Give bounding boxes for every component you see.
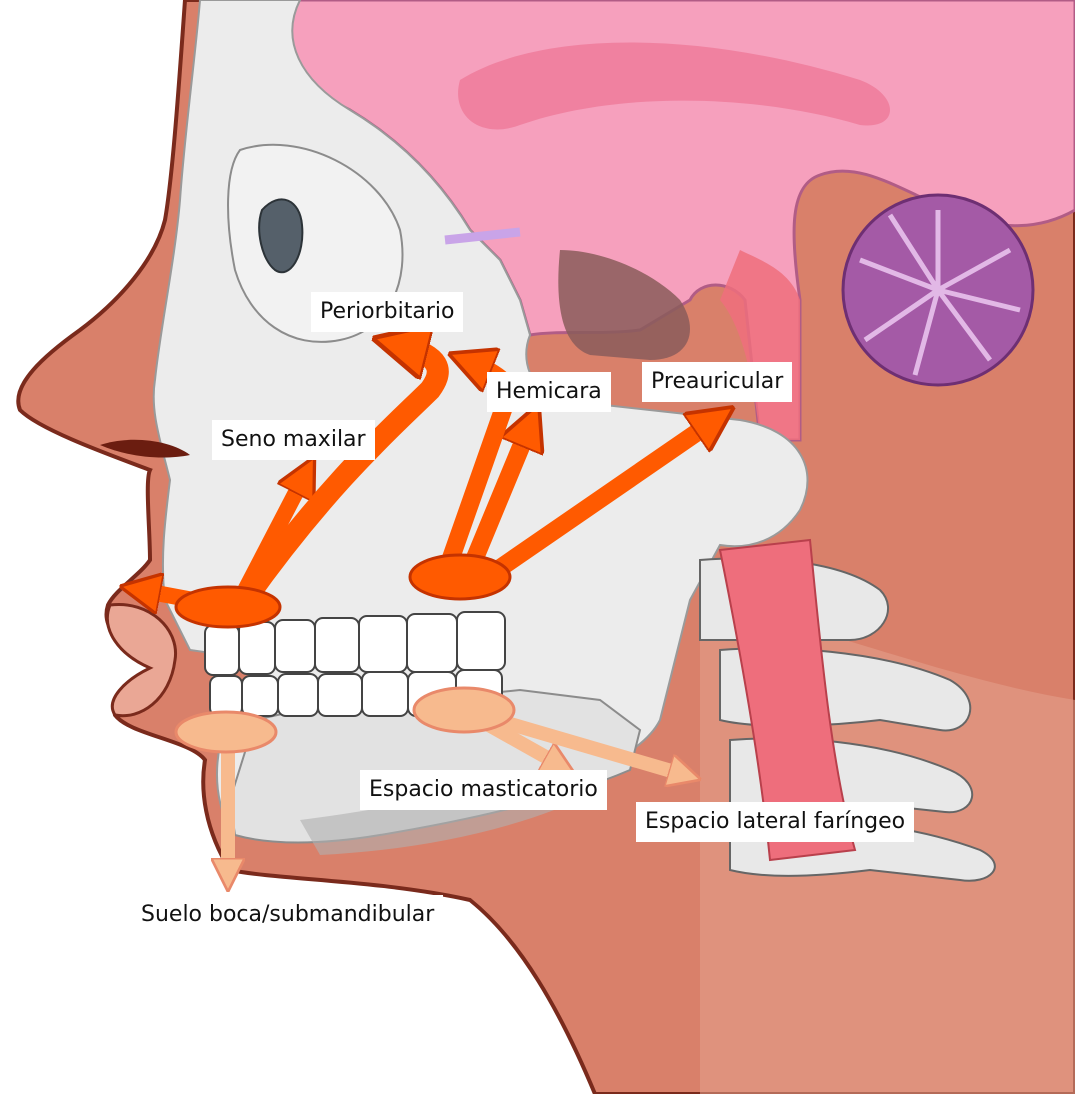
upper-premolar-focus	[410, 555, 510, 599]
label-espacio-masticatorio: Espacio masticatorio	[360, 770, 607, 810]
label-espacio-lateral-faringeo: Espacio lateral faríngeo	[636, 802, 914, 842]
label-seno-maxilar: Seno maxilar	[212, 420, 375, 460]
label-suelo-boca-submandibular: Suelo boca/submandibular	[132, 895, 443, 935]
label-hemicara: Hemicara	[487, 372, 611, 412]
label-periorbitario: Periorbitario	[311, 292, 463, 332]
lower-molar-focus	[414, 688, 514, 732]
lower-incisor-focus	[176, 712, 276, 752]
label-preauricular: Preauricular	[642, 362, 792, 402]
upper-molar-focus	[176, 587, 280, 627]
